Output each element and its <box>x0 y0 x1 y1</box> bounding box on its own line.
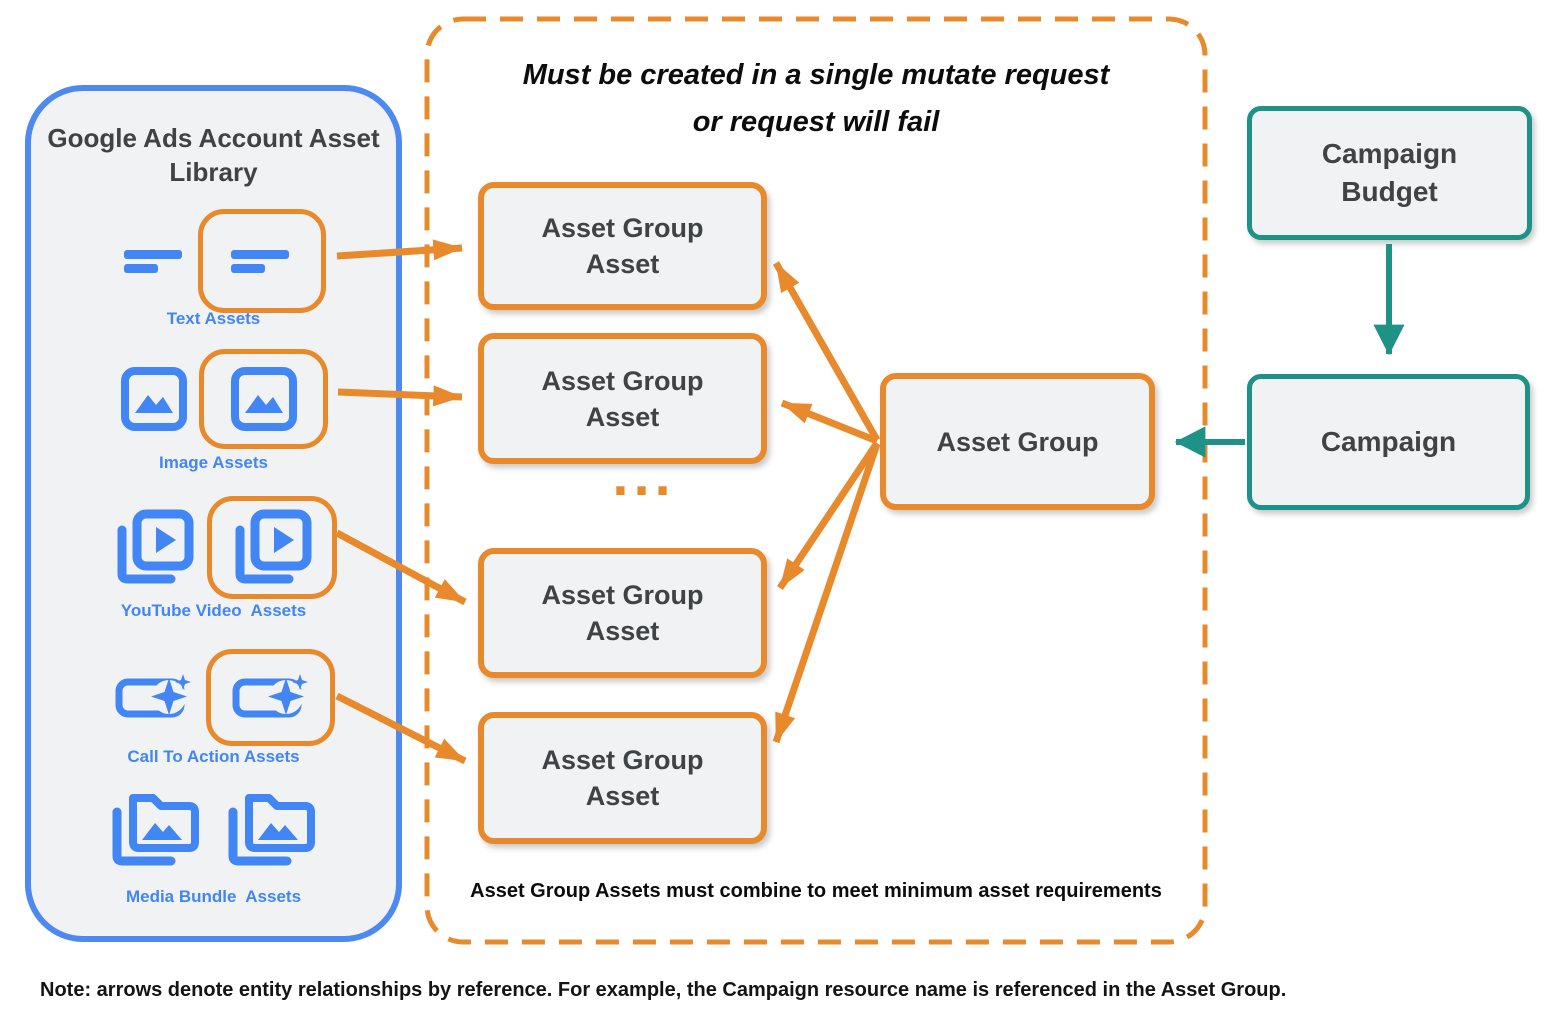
mutate-request-title-line1: Must be created in a single mutate reque… <box>522 59 1110 91</box>
mutate-footnote: Asset Group Assets must combine to meet … <box>470 880 1162 902</box>
asset-group-asset-label: Asset Group Asset <box>541 745 704 811</box>
cta-sparkle-icon <box>231 673 311 723</box>
asset-library-title: Google Ads Account Asset Library <box>47 123 380 187</box>
image-icon <box>230 367 297 431</box>
media-bundle-folder-icon <box>109 790 203 870</box>
cta-assets-highlight-frame <box>206 649 335 746</box>
text-lines-icon <box>230 249 293 273</box>
media-bundle-label: Media Bundle Assets <box>125 887 302 906</box>
campaign-budget-box: Campaign Budget <box>1247 106 1532 240</box>
text-assets-highlight-frame <box>197 209 326 313</box>
mutate-request-title-line2: or request will fail <box>692 106 940 138</box>
cta-assets-label: Call To Action Assets <box>127 747 300 766</box>
cta-sparkle-icon <box>114 673 194 723</box>
asset-group-asset-label: Asset Group Asset <box>541 580 704 646</box>
youtube-assets-label: YouTube Video Assets <box>120 601 307 620</box>
text-assets-label: Text Assets <box>166 309 261 328</box>
reference-note: Note: arrows denote entity relationships… <box>40 979 1287 1001</box>
video-stack-icon <box>113 508 195 588</box>
image-assets-highlight-frame <box>199 349 328 449</box>
asset-library-panel: Google Ads Account Asset Library Text As… <box>25 85 402 942</box>
image-icon <box>121 367 187 431</box>
asset-group-label: Asset Group <box>936 426 1099 457</box>
asset-group-asset-box: Asset Group Asset <box>478 333 767 464</box>
image-assets-row <box>42 349 407 449</box>
asset-group-box: Asset Group <box>880 373 1155 510</box>
asset-group-asset-box: Asset Group Asset <box>478 182 767 310</box>
text-assets-row <box>42 209 407 313</box>
text-lines-icon <box>123 249 186 273</box>
mutate-request-title: Must be created in a single mutate reque… <box>424 52 1208 146</box>
asset-group-asset-box: Asset Group Asset <box>478 712 767 844</box>
image-assets-label: Image Assets <box>159 453 268 472</box>
campaign-budget-label: Campaign Budget <box>1321 138 1458 207</box>
video-stack-icon <box>231 508 313 588</box>
cta-assets-row <box>42 649 407 746</box>
media-bundle-row <box>31 789 396 871</box>
media-bundle-folder-icon <box>225 790 319 870</box>
asset-group-asset-box: Asset Group Asset <box>478 548 767 678</box>
asset-group-asset-label: Asset Group Asset <box>541 365 704 432</box>
asset-group-asset-label: Asset Group Asset <box>541 213 704 279</box>
youtube-assets-row <box>42 496 407 599</box>
youtube-assets-highlight-frame <box>206 496 337 599</box>
campaign-label: Campaign <box>1320 426 1457 457</box>
campaign-box: Campaign <box>1247 374 1530 510</box>
more-assets-ellipsis: ... <box>612 443 676 508</box>
